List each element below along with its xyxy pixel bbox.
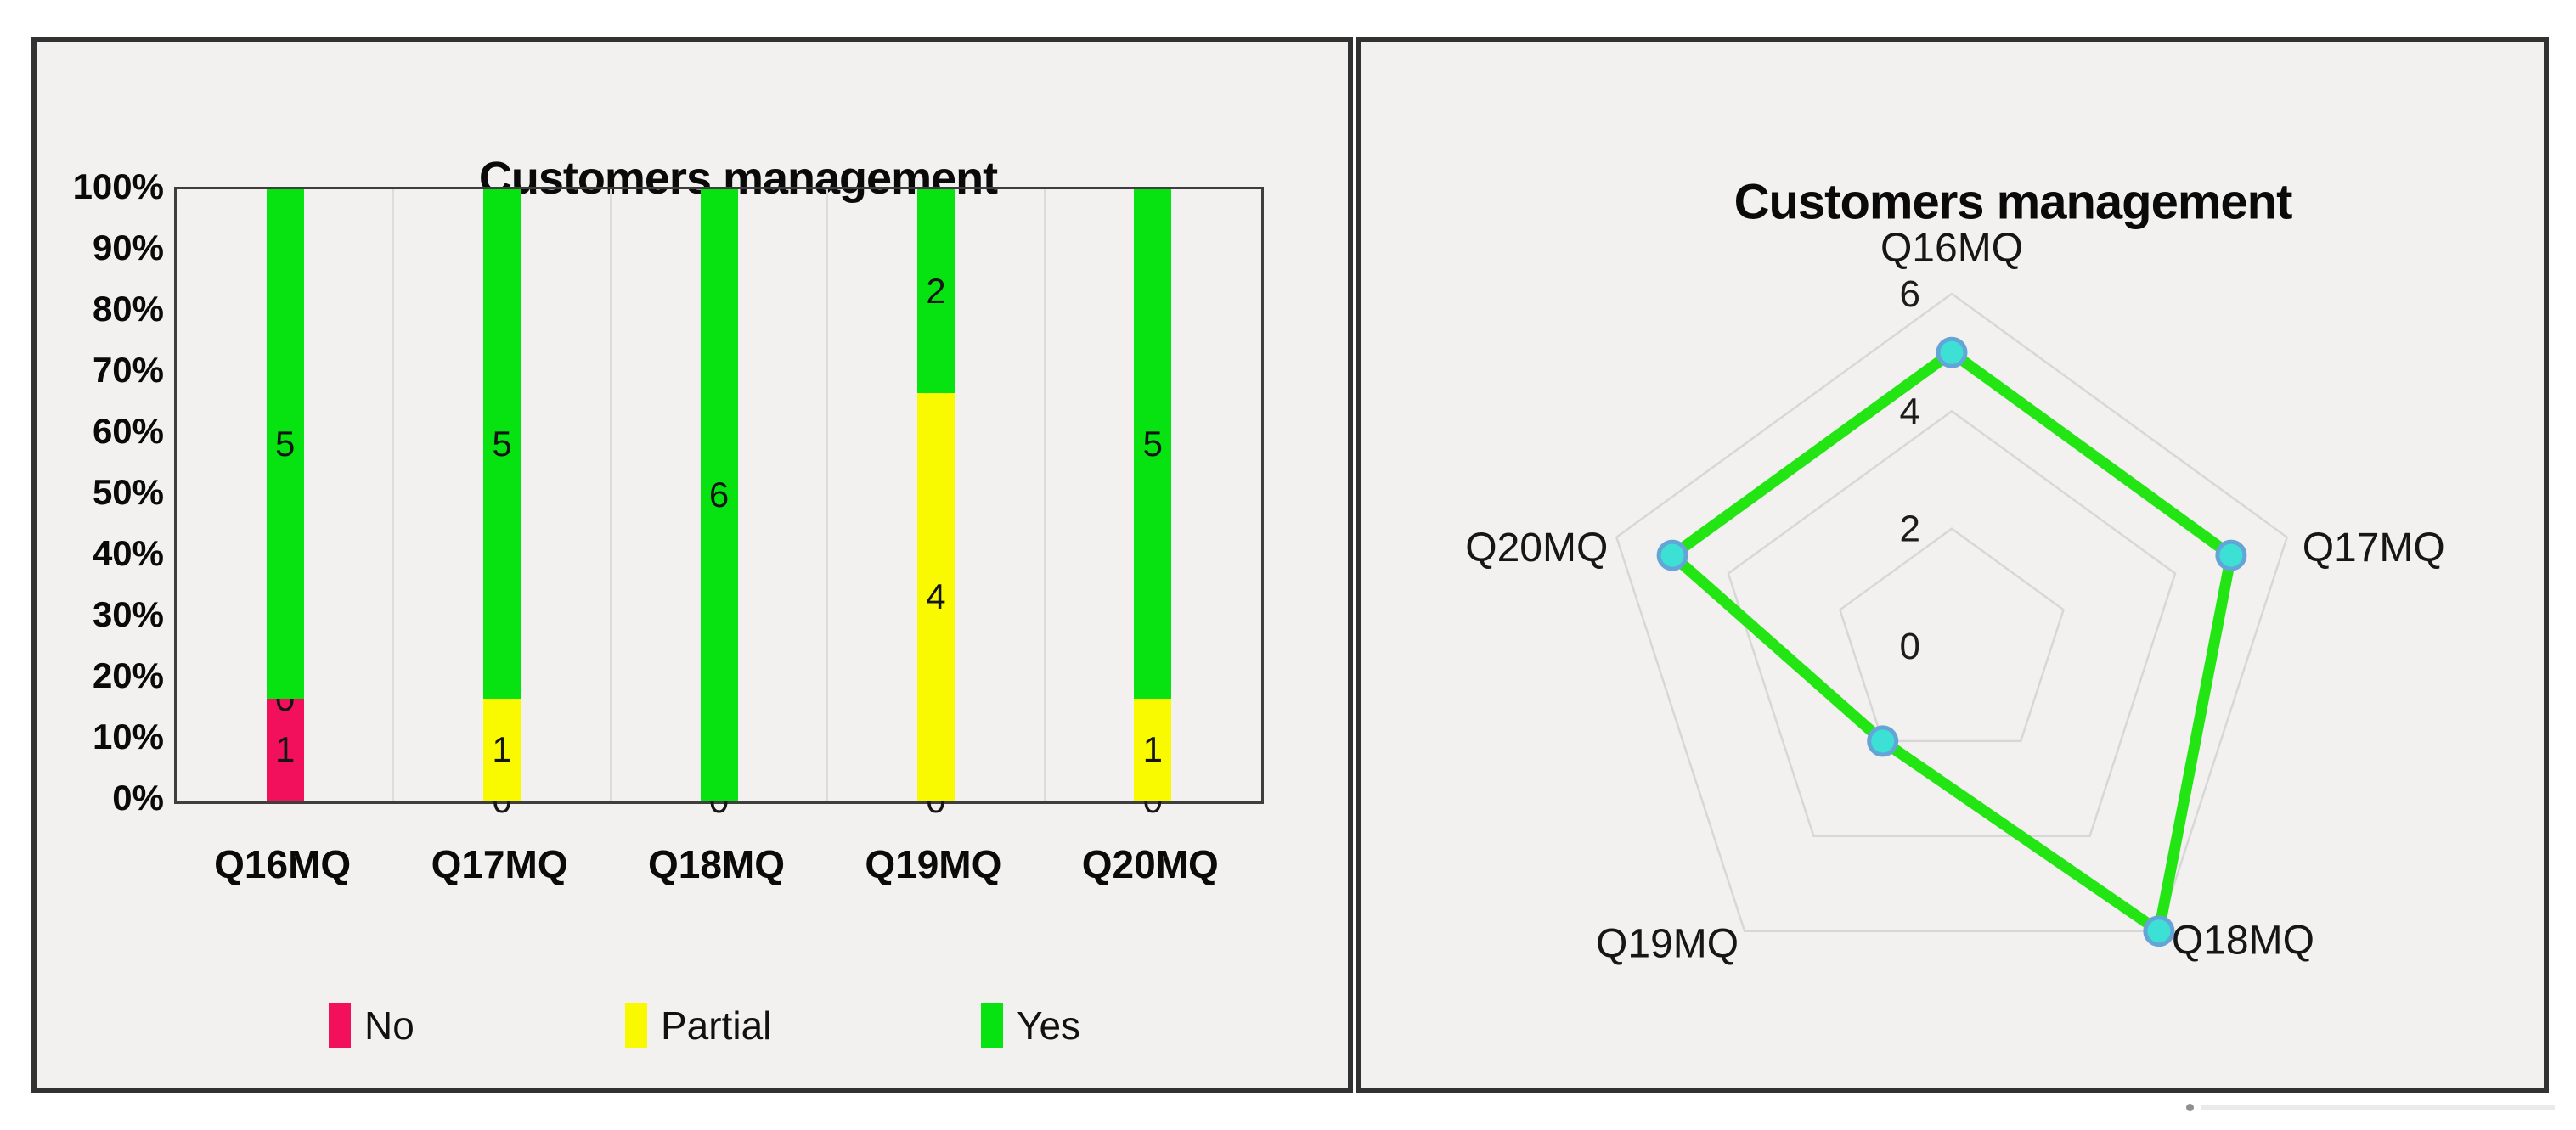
category-gridline (826, 189, 829, 801)
scrollbar-track[interactable] (2201, 1105, 2555, 1110)
radar-tick-label-2: 2 (1900, 509, 1920, 550)
x-axis-label-q16mq: Q16MQ (214, 842, 352, 886)
y-axis-tick-label: 10% (92, 717, 164, 756)
radar-marker-q20mq[interactable] (1656, 539, 1688, 571)
bar-plot-area: 105015006042015 (174, 187, 1264, 818)
y-axis-tick-label: 60% (92, 411, 164, 451)
bar-data-label: 5 (275, 424, 296, 464)
bar-segment-yes[interactable] (700, 189, 738, 801)
y-axis-tick-label: 100% (72, 166, 164, 206)
bar-chart-title: Customers management (478, 152, 998, 204)
bar-data-label: 5 (1142, 424, 1163, 464)
category-gridline (609, 189, 612, 801)
y-axis-tick-label: 40% (92, 533, 164, 573)
bar-data-label: 2 (926, 271, 946, 311)
radar-axis-label-q19mq: Q19MQ (1596, 922, 1739, 967)
bar-data-label: 1 (1142, 729, 1163, 769)
scrollbar-dot[interactable] (2186, 1104, 2194, 1111)
y-axis-tick-label: 70% (92, 350, 164, 390)
y-axis-tick-label: 30% (92, 594, 164, 634)
radar-axis-label-q17mq: Q17MQ (2303, 526, 2445, 571)
legend-label: Yes (1017, 1004, 1081, 1048)
bar-segment-partial[interactable] (1134, 699, 1172, 801)
legend-swatch-icon (329, 1003, 351, 1048)
category-gridline (1043, 189, 1046, 801)
radar-ring-6 (1615, 292, 2289, 932)
radar-axis-label-q20mq: Q20MQ (1465, 526, 1608, 571)
legend-label: No (364, 1004, 414, 1048)
y-axis-tick-label: 50% (92, 472, 164, 512)
radar-series-line[interactable] (1666, 346, 2237, 937)
bar-segment-no[interactable] (266, 699, 304, 801)
bar-chart-panel: Customers management 105015006042015 100… (31, 37, 1353, 1093)
y-axis-tick-label: 0% (112, 778, 164, 818)
legend-label: Partial (661, 1004, 772, 1048)
radar-ring-4 (1727, 409, 2177, 838)
radar-marker-q18mq[interactable] (2143, 915, 2175, 947)
y-axis-tick-label: 80% (92, 289, 164, 329)
radar-tick-label-0: 0 (1900, 626, 1920, 667)
bar-data-label: 1 (492, 729, 512, 769)
bar-data-label: 4 (926, 576, 946, 616)
bar-segment-partial[interactable] (483, 699, 521, 801)
bar-segment-partial[interactable] (916, 393, 955, 801)
radar-chart-title: Customers management (1733, 174, 2293, 230)
x-axis-label-q19mq: Q19MQ (865, 842, 1002, 886)
radar-tick-label-6: 6 (1900, 273, 1920, 315)
legend-item-no[interactable]: No (329, 1003, 414, 1048)
bar-data-label: 5 (492, 424, 512, 464)
radar-tick-label-4: 4 (1900, 391, 1920, 432)
radar-axis-label-q18mq: Q18MQ (2172, 919, 2314, 964)
radar-axis-label-q16mq: Q16MQ (1880, 226, 2023, 271)
radar-marker-q17mq[interactable] (2215, 539, 2247, 571)
bar-segment-yes[interactable] (483, 189, 521, 699)
legend-swatch-icon (625, 1003, 647, 1048)
y-axis-tick-label: 20% (92, 655, 164, 695)
legend-swatch-icon (981, 1003, 1003, 1048)
x-axis-label-q20mq: Q20MQ (1081, 842, 1219, 886)
bar-segment-yes[interactable] (916, 189, 955, 393)
bar-data-label: 1 (275, 729, 296, 769)
x-axis-label-q18mq: Q18MQ (647, 842, 786, 886)
legend-item-partial[interactable]: Partial (625, 1003, 771, 1048)
category-gridline (392, 189, 395, 801)
radar-marker-q19mq[interactable] (1867, 725, 1899, 757)
bar-segment-yes[interactable] (266, 189, 304, 699)
bar-data-label: 6 (708, 475, 730, 514)
radar-ring-2 (1838, 527, 2066, 743)
radar-marker-q16mq[interactable] (1936, 336, 1968, 368)
legend-item-yes[interactable]: Yes (981, 1003, 1080, 1048)
bar-segment-yes[interactable] (1134, 189, 1172, 699)
x-axis-label-q17mq: Q17MQ (431, 842, 568, 886)
y-axis-tick-label: 90% (92, 228, 164, 267)
